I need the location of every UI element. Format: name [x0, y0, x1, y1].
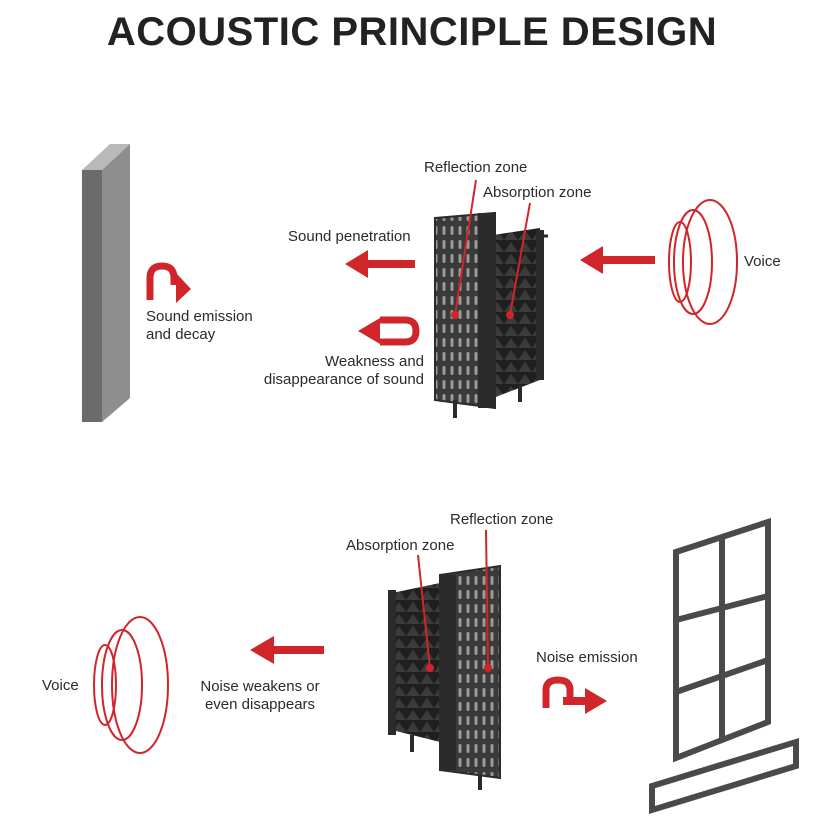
- absorption-zone-label-bottom: Absorption zone: [346, 537, 455, 554]
- arrow-left-icon: [345, 250, 415, 278]
- reflection-zone-label-top: Reflection zone: [424, 159, 528, 176]
- sound-wave-icon: [668, 199, 738, 325]
- sound-emission-label: Sound emission and decay: [146, 308, 253, 343]
- weakness-label: Weakness and disappearance of sound: [263, 353, 424, 388]
- page-title: ACOUSTIC PRINCIPLE DESIGN: [106, 10, 718, 54]
- wall-label: Wall: [60, 310, 80, 347]
- wall-icon: [82, 144, 130, 422]
- arrow-left-icon: [580, 246, 655, 274]
- reflection-zone-label-bottom: Reflection zone: [450, 511, 554, 528]
- voice-label-top: Voice: [744, 253, 781, 270]
- noise-emission-label: Noise emission: [536, 649, 638, 666]
- acoustic-panel-icon: [434, 179, 548, 418]
- sound-penetration-label: Sound penetration: [288, 228, 411, 245]
- arrow-left-icon: [250, 636, 324, 664]
- sound-wave-icon: [93, 616, 169, 754]
- u-turn-arrow-icon: [358, 316, 420, 346]
- voice-label-bottom: Voice: [42, 677, 79, 694]
- u-turn-arrow-icon: [146, 262, 191, 303]
- acoustic-panel-icon: [388, 529, 501, 790]
- u-turn-arrow-icon: [542, 676, 607, 714]
- absorption-zone-label-top: Absorption zone: [483, 184, 592, 201]
- noise-weakens-label: Noise weakens or even disappears: [200, 678, 320, 713]
- window-icon: [649, 517, 799, 815]
